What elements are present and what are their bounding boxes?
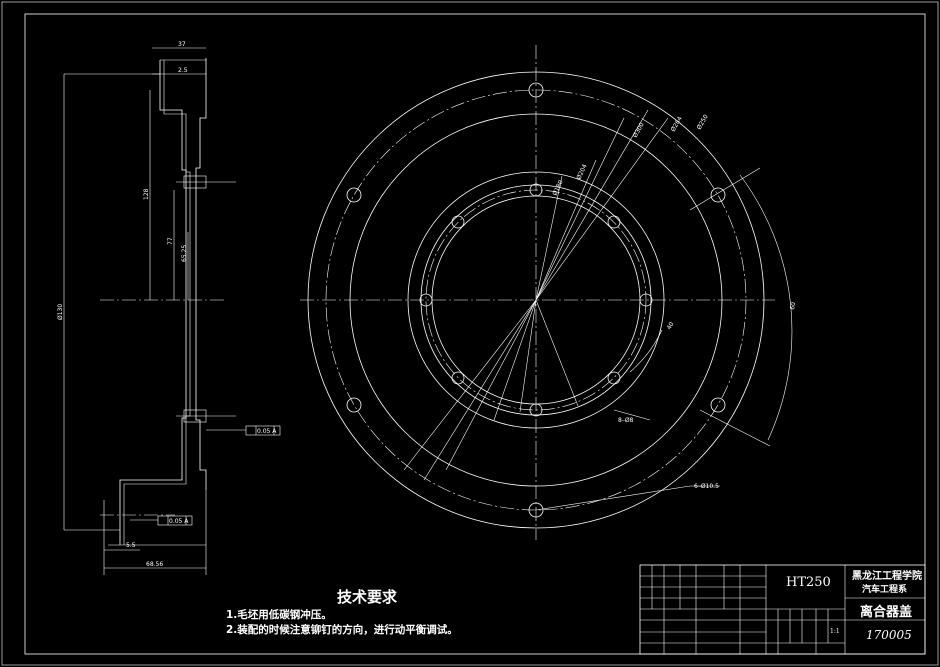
notes-title: 技术要求 [337,588,398,606]
school-name: 黑龙江工程学院 [852,571,922,582]
dim-128: 128 [143,188,150,200]
section-view: 37 2.5 128 77 Ø130 65.25 5.5 68.56 0.05 … [57,41,281,575]
inner-frame [24,13,926,655]
drawing-number: 170005 [866,628,912,642]
part-name: 离合器盖 [860,605,913,620]
dim-130: Ø130 [57,304,64,320]
dim-8-holes: 8–Ø8 [618,417,634,424]
notes-line-2: 2.装配的时候注意铆钉的方向，进行动平衡调试。 [226,624,458,636]
dim-65-25: 65.25 [181,245,188,262]
plan-view: Ø300 Ø264 Ø250 Ø180 Ø204 60 40 8–Ø8 6–Ø1… [300,45,797,540]
notes-line-1: 1.毛坯用低碳钢冲压。 [226,609,332,621]
scale-label: 1:1 [830,628,840,635]
dim-250: Ø250 [696,113,710,131]
dim-2-5: 2.5 [178,67,188,74]
dim-68-56: 68.56 [146,561,163,568]
dim-264: Ø264 [670,115,684,133]
department-name: 汽车工程系 [862,585,908,595]
material-label: HT250 [786,575,831,590]
title-block [639,564,926,655]
dim-300: Ø300 [632,121,646,139]
dim-6-holes: 6–Ø10.5 [694,483,719,490]
dim-60: 60 [789,301,797,310]
tolerance-1: 0.05 A [257,428,277,435]
dim-77: 77 [167,237,174,245]
dim-204: Ø204 [575,163,588,181]
dim-37: 37 [178,41,186,48]
dim-40: 40 [666,321,676,331]
tolerance-2: 0.05 A [169,518,189,525]
dim-5-5: 5.5 [126,542,136,549]
